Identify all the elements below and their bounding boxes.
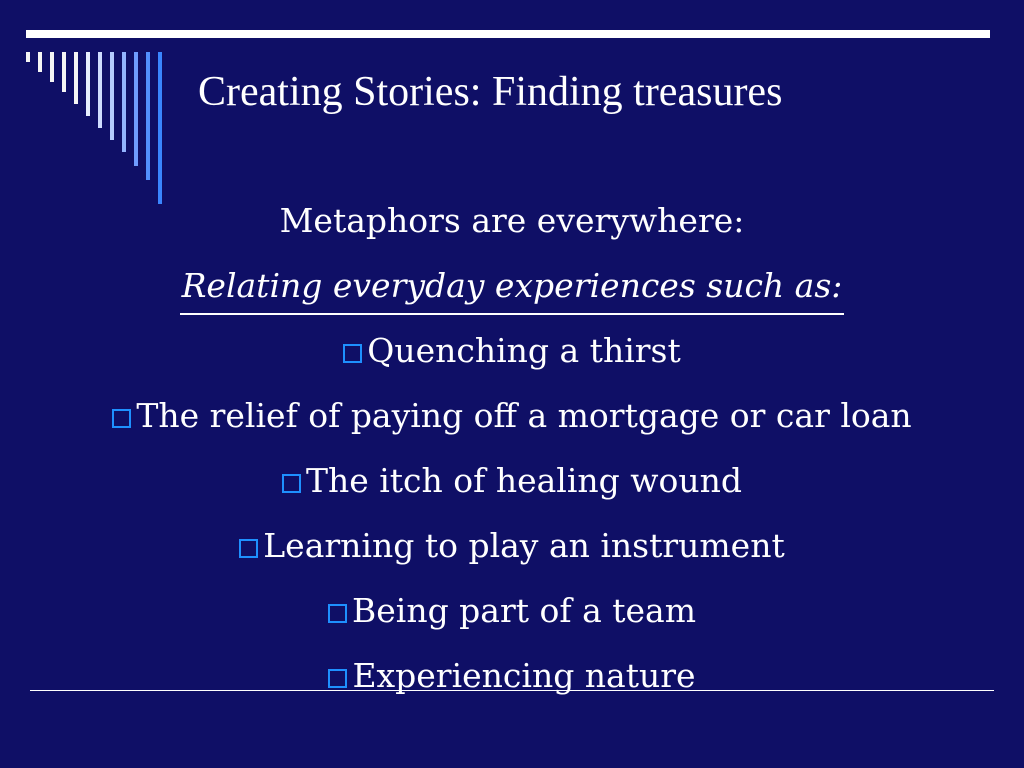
slide-subheading-text: Relating everyday experiences such as: <box>179 259 845 315</box>
list-item-text: Learning to play an instrument <box>263 526 785 565</box>
list-item: Being part of a team <box>20 578 1004 643</box>
stripe <box>62 52 66 92</box>
list-item: The relief of paying off a mortgage or c… <box>20 383 1004 448</box>
slide-heading-text: Metaphors are everywhere: <box>279 201 745 240</box>
stripe <box>134 52 138 166</box>
stripe <box>26 52 30 62</box>
hollow-square-icon <box>239 539 259 558</box>
bottom-rule <box>30 690 994 691</box>
decorative-stripes <box>0 0 180 210</box>
stripe <box>146 52 150 180</box>
hollow-square-icon <box>327 604 347 623</box>
list-item: Quenching a thirst <box>20 318 1004 383</box>
top-rule <box>26 30 990 38</box>
list-item-text: The itch of healing wound <box>305 461 743 500</box>
stripe <box>158 52 162 204</box>
list-item-text: The relief of paying off a mortgage or c… <box>136 396 912 435</box>
stripe <box>50 52 54 82</box>
slide-heading: Metaphors are everywhere: <box>20 188 1004 253</box>
hollow-square-icon <box>112 409 132 428</box>
stripe <box>38 52 42 72</box>
list-item-text: Being part of a team <box>351 591 697 630</box>
list-item: The itch of healing wound <box>20 448 1004 513</box>
hollow-square-icon <box>328 669 348 688</box>
list-item: Experiencing nature <box>20 643 1004 708</box>
list-item-text: Experiencing nature <box>352 656 696 695</box>
list-item: Learning to play an instrument <box>20 513 1004 578</box>
slide-subheading: Relating everyday experiences such as: <box>20 253 1004 318</box>
stripe <box>74 52 78 104</box>
hollow-square-icon <box>343 344 363 363</box>
stripe <box>122 52 126 152</box>
hollow-square-icon <box>281 474 301 493</box>
stripe <box>86 52 90 116</box>
stripe <box>110 52 114 140</box>
slide-content: Metaphors are everywhere: Relating every… <box>20 188 1004 708</box>
stripe <box>98 52 102 128</box>
slide-title: Creating Stories: Finding treasures <box>198 69 783 115</box>
list-item-text: Quenching a thirst <box>367 331 681 370</box>
